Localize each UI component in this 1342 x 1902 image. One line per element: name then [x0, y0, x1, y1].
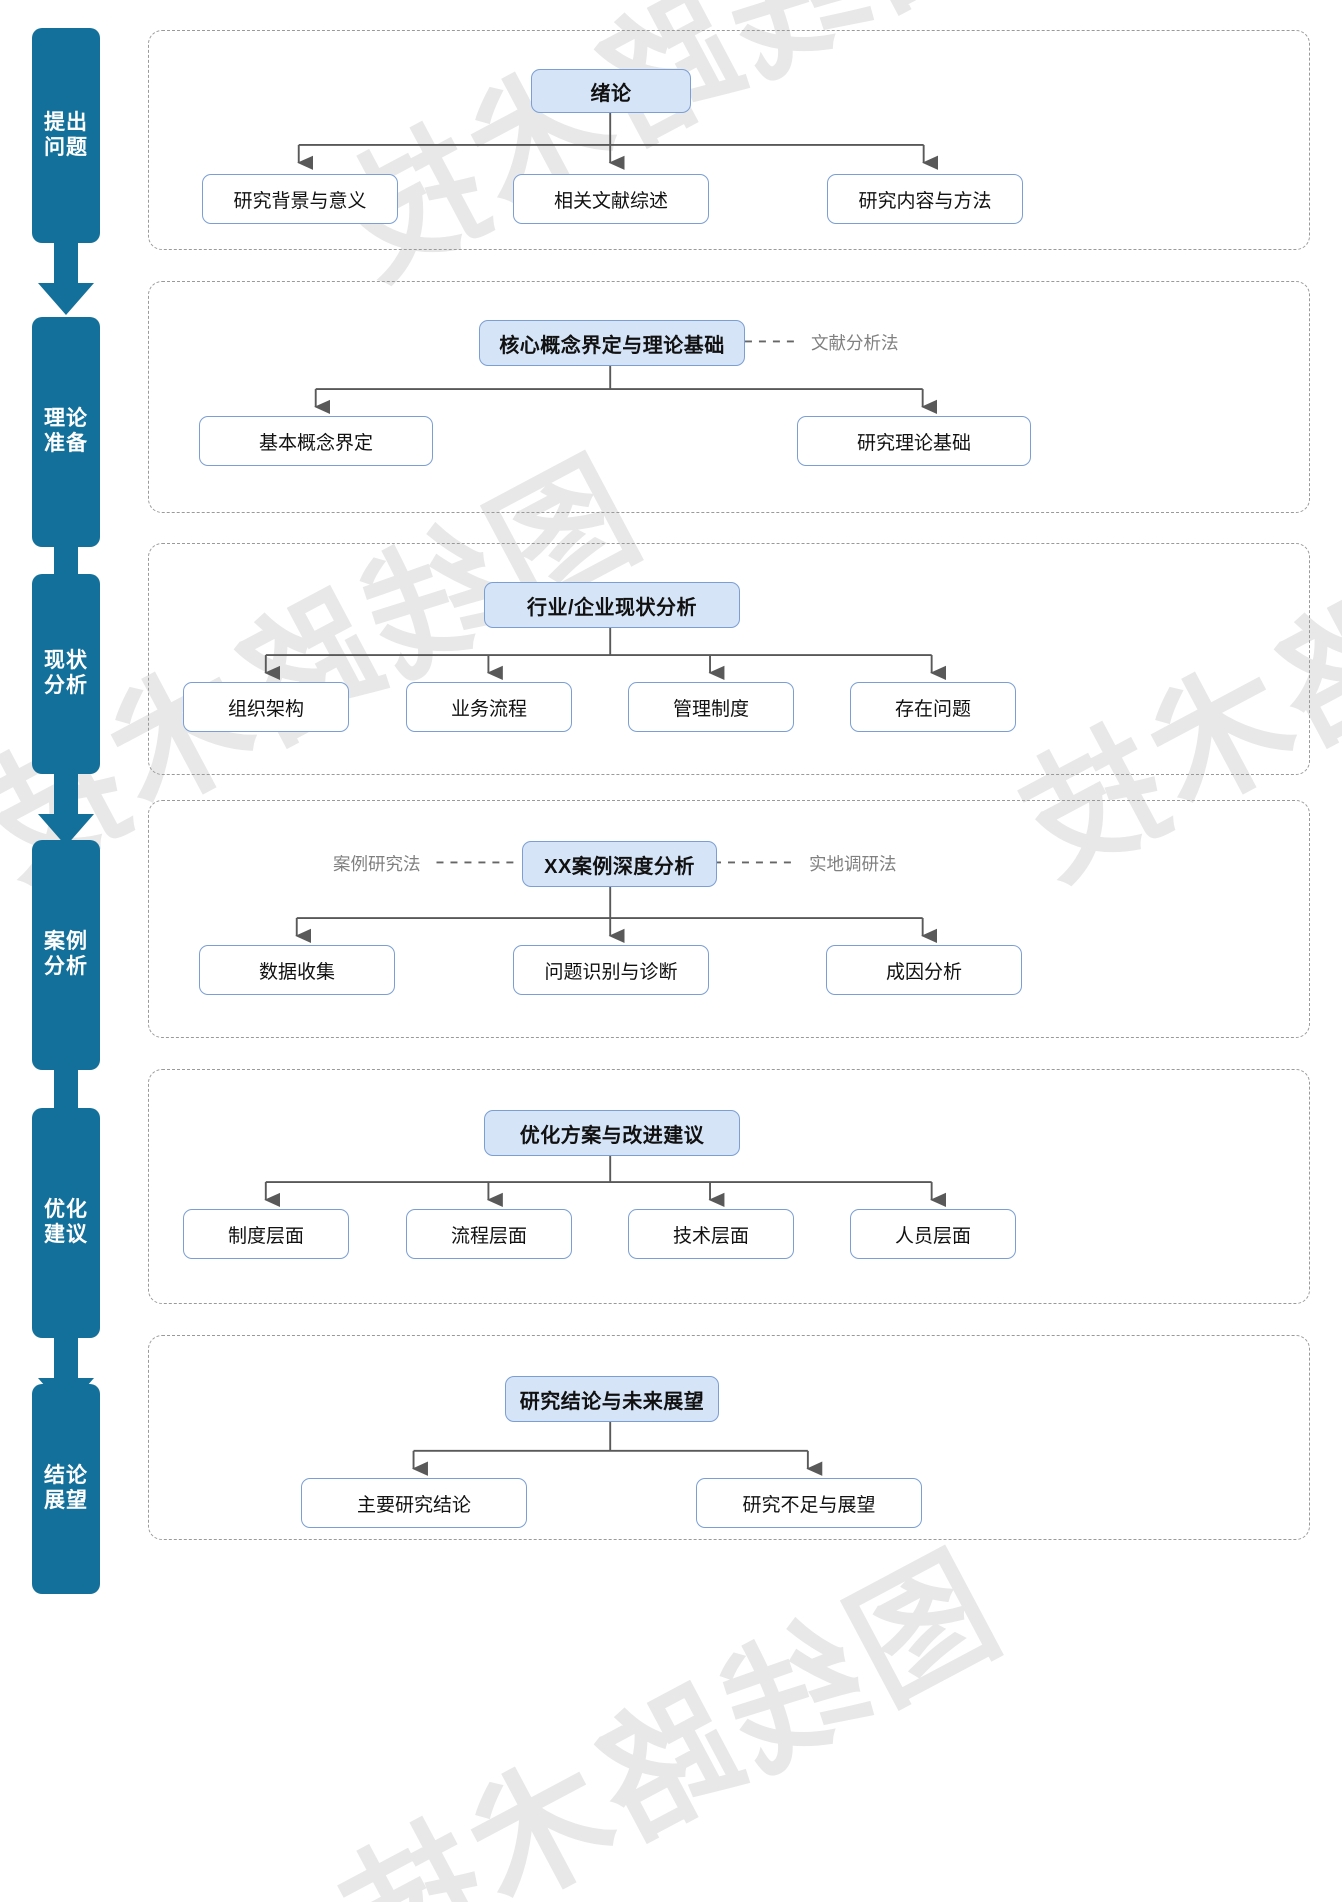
node-leaf[interactable]: 问题识别与诊断	[513, 945, 709, 995]
section-introduction: 绪论 研究背景与意义 相关文献综述 研究内容与方法	[148, 30, 1310, 250]
section-conclusion: 研究结论与未来展望 主要研究结论 研究不足与展望	[148, 1335, 1310, 1540]
connector-lines	[264, 1153, 947, 1208]
stage-item-status[interactable]: 现状 分析	[32, 574, 100, 774]
node-leaf[interactable]: 研究内容与方法	[827, 174, 1023, 224]
node-leaf[interactable]: 制度层面	[183, 1209, 349, 1259]
stage-box: 优化 建议	[32, 1108, 100, 1338]
node-leaf[interactable]: 相关文献综述	[513, 174, 709, 224]
stage-rail: 提出 问题 理论 准备 现状 分析	[32, 28, 100, 1874]
node-head-status[interactable]: 行业/企业现状分析	[484, 582, 740, 628]
node-leaf[interactable]: 人员层面	[850, 1209, 1016, 1259]
connector-lines	[264, 625, 947, 681]
method-label-case-study: 案例研究法	[333, 853, 421, 874]
stage-label-line2: 问题	[44, 135, 88, 159]
node-leaf[interactable]: 流程层面	[406, 1209, 572, 1259]
node-leaf[interactable]: 业务流程	[406, 682, 572, 732]
stage-arrow-down-icon	[32, 243, 100, 317]
stage-box: 案例 分析	[32, 840, 100, 1070]
stage-label-line2: 展望	[44, 1489, 88, 1512]
node-leaf[interactable]: 主要研究结论	[301, 1478, 527, 1528]
stage-box: 结论 展望	[32, 1384, 100, 1594]
stage-label-line2: 分析	[44, 674, 88, 697]
stage-box: 提出 问题	[32, 28, 100, 243]
node-leaf[interactable]: 存在问题	[850, 682, 1016, 732]
stage-arrow-down-icon	[32, 774, 100, 848]
section-optimize: 优化方案与改进建议 制度层面 流程层面 技术层面 人员层面	[148, 1069, 1310, 1304]
node-head-theory[interactable]: 核心概念界定与理论基础	[479, 320, 745, 366]
stage-item-case[interactable]: 案例 分析	[32, 840, 100, 1070]
node-leaf[interactable]: 技术层面	[628, 1209, 794, 1259]
stage-label-line2: 分析	[44, 955, 88, 978]
connector-lines	[314, 340, 938, 415]
section-theory: 核心概念界定与理论基础 文献分析法 基本概念界定 研究理论基础	[148, 281, 1310, 513]
node-leaf[interactable]: 研究背景与意义	[202, 174, 398, 224]
stage-box: 理论 准备	[32, 317, 100, 547]
stage-label-line1: 现状	[44, 649, 88, 673]
stage-label-line1: 理论	[44, 407, 88, 431]
node-leaf[interactable]: 数据收集	[199, 945, 395, 995]
method-label-field-research: 实地调研法	[809, 853, 897, 874]
stage-item-propose[interactable]: 提出 问题	[32, 28, 100, 243]
node-head-case[interactable]: XX案例深度分析	[522, 841, 717, 887]
node-leaf[interactable]: 管理制度	[628, 682, 794, 732]
section-case: 案例研究法 XX案例深度分析 实地调研法 数据收集 问题识别与诊断 成因分析	[148, 800, 1310, 1038]
node-leaf[interactable]: 成因分析	[826, 945, 1022, 995]
node-leaf[interactable]: 基本概念界定	[199, 416, 433, 466]
stage-label-line1: 提出	[44, 110, 88, 134]
node-head-conclusion[interactable]: 研究结论与未来展望	[505, 1376, 719, 1422]
stage-item-theory[interactable]: 理论 准备	[32, 317, 100, 547]
method-label-literature-analysis: 文献分析法	[811, 332, 899, 353]
node-leaf[interactable]: 研究理论基础	[797, 416, 1031, 466]
stage-label-line1: 优化	[44, 1198, 88, 1222]
section-status: 行业/企业现状分析 组织架构 业务流程 管理制度 存在问题	[148, 543, 1310, 775]
node-head-introduction[interactable]: 绪论	[531, 69, 691, 113]
stage-label-line1: 结论	[44, 1464, 88, 1488]
node-leaf[interactable]: 研究不足与展望	[696, 1478, 922, 1528]
node-leaf[interactable]: 组织架构	[183, 682, 349, 732]
stage-box: 现状 分析	[32, 574, 100, 774]
stage-item-optimize[interactable]: 优化 建议	[32, 1108, 100, 1338]
node-head-optimize[interactable]: 优化方案与改进建议	[484, 1110, 740, 1156]
stage-label-line2: 准备	[44, 432, 88, 455]
stage-label-line1: 案例	[44, 930, 88, 954]
connector-lines	[295, 861, 938, 944]
stage-item-conclude[interactable]: 结论 展望	[32, 1384, 100, 1594]
stage-label-line2: 建议	[44, 1223, 88, 1246]
